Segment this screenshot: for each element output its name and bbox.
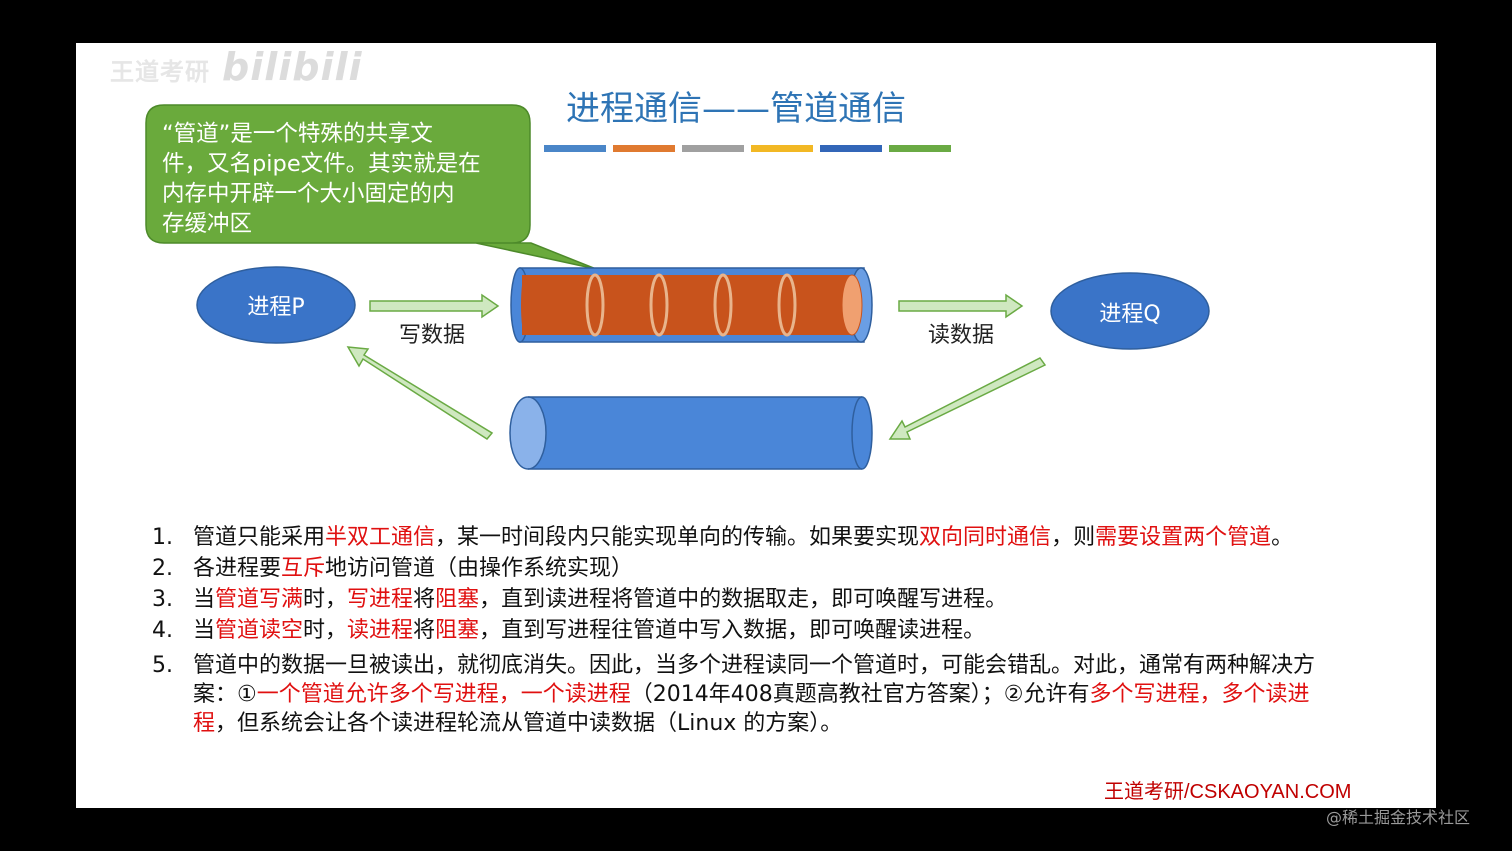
note-text: 当 <box>193 618 216 643</box>
note-number: 5. <box>152 653 173 678</box>
note-text: 时， <box>303 587 348 612</box>
note-text: 时， <box>303 618 348 643</box>
note-number: 4. <box>152 618 173 643</box>
pipe-empty <box>509 396 873 470</box>
footer-brand: 王道考研/CSKAOYAN.COM <box>1104 781 1352 803</box>
note-highlight: 需要设置两个管道 <box>1095 525 1272 550</box>
note-text: 管道只能采用 <box>193 525 326 550</box>
note-text: ，直到写进程往管道中写入数据，即可唤醒读进程。 <box>479 618 986 643</box>
note-text: 各进程要 <box>193 556 282 581</box>
note-highlight: 半双工通信 <box>325 525 436 550</box>
note-highlight: 阻塞 <box>435 587 480 612</box>
slide-title: 进程通信——管道通信 <box>566 89 906 129</box>
note-highlight: 读进程 <box>347 618 414 643</box>
note-text: ，某一时间段内只能实现单向的传输。如果要实现 <box>435 525 920 550</box>
note-text: 管道中的数据一旦被读出，就彻底消失。因此，当多个进程读同一个管道时，可能会错乱。… <box>193 653 1316 707</box>
pipe-full <box>510 267 873 343</box>
read-data-label: 读数据 <box>928 323 995 348</box>
title-color-bar <box>613 145 675 152</box>
note-text: 将 <box>413 618 436 643</box>
note-item: 5. 管道中的数据一旦被读出，就彻底消失。因此，当多个进程读同一个管道时，可能会错… <box>152 651 1332 738</box>
note-highlight: 互斥 <box>281 556 326 581</box>
note-text: 。 <box>1271 525 1294 550</box>
process-q-ellipse <box>1050 272 1210 350</box>
note-highlight: 写进程 <box>347 587 414 612</box>
note-number: 2. <box>152 556 173 581</box>
return-arrow-q <box>888 357 1047 440</box>
note-text: 当 <box>193 587 216 612</box>
note-highlight: 管道写满 <box>215 587 304 612</box>
write-data-label: 写数据 <box>399 323 466 348</box>
pipe-diagram <box>145 104 1210 470</box>
note-number: 1. <box>152 525 173 550</box>
note-text: ，但系统会让各个读进程轮流从管道中读数据（Linux 的方案）。 <box>215 711 843 736</box>
note-item: 2. 各进程要互斥地访问管道（由操作系统实现） <box>152 554 1332 583</box>
title-color-bar <box>544 145 606 152</box>
process-q-label: 进程Q <box>1099 302 1161 327</box>
corner-watermark: @稀土掘金技术社区 <box>1326 808 1471 827</box>
return-arrow-p <box>346 346 494 440</box>
note-text: 地访问管道（由操作系统实现） <box>325 556 634 581</box>
note-highlight: 阻塞 <box>435 618 480 643</box>
note-highlight: 双向同时通信 <box>919 525 1052 550</box>
note-item: 4. 当管道读空时，读进程将阻塞，直到写进程往管道中写入数据，即可唤醒读进程。 <box>152 616 1332 645</box>
notes-list: 1. 管道只能采用半双工通信，某一时间段内只能实现单向的传输。如果要实现双向同时通… <box>152 523 1332 740</box>
bilibili-logo: bilibili <box>222 45 363 89</box>
title-color-bar <box>820 145 882 152</box>
note-text: ，则 <box>1051 525 1096 550</box>
write-arrow <box>369 293 500 319</box>
title-color-bar <box>682 145 744 152</box>
note-item: 3. 当管道写满时，写进程将阻塞，直到读进程将管道中的数据取走，即可唤醒写进程。 <box>152 585 1332 614</box>
note-highlight: 多个写进程，多个读进程 <box>193 682 1310 736</box>
title-color-bar <box>751 145 813 152</box>
note-text: 将 <box>413 587 436 612</box>
process-p-ellipse <box>196 266 356 344</box>
note-text: ，直到读进程将管道中的数据取走，即可唤醒写进程。 <box>479 587 1008 612</box>
note-number: 3. <box>152 587 173 612</box>
callout-bubble <box>145 104 597 270</box>
callout-text: “管道”是一个特殊的共享文 件，又名pipe文件。其实就是在 内存中开辟一个大小… <box>162 121 481 237</box>
note-highlight: 管道读空 <box>215 618 304 643</box>
note-text: （2014年408真题高教社官方答案）；②允许有 <box>630 682 1090 707</box>
note-item: 1. 管道只能采用半双工通信，某一时间段内只能实现单向的传输。如果要实现双向同时通… <box>152 523 1332 552</box>
read-arrow <box>898 293 1024 319</box>
note-highlight: 一个管道允许多个写进程，一个读进程 <box>256 682 631 707</box>
process-p-label: 进程P <box>247 295 305 320</box>
title-color-bar <box>889 145 951 152</box>
